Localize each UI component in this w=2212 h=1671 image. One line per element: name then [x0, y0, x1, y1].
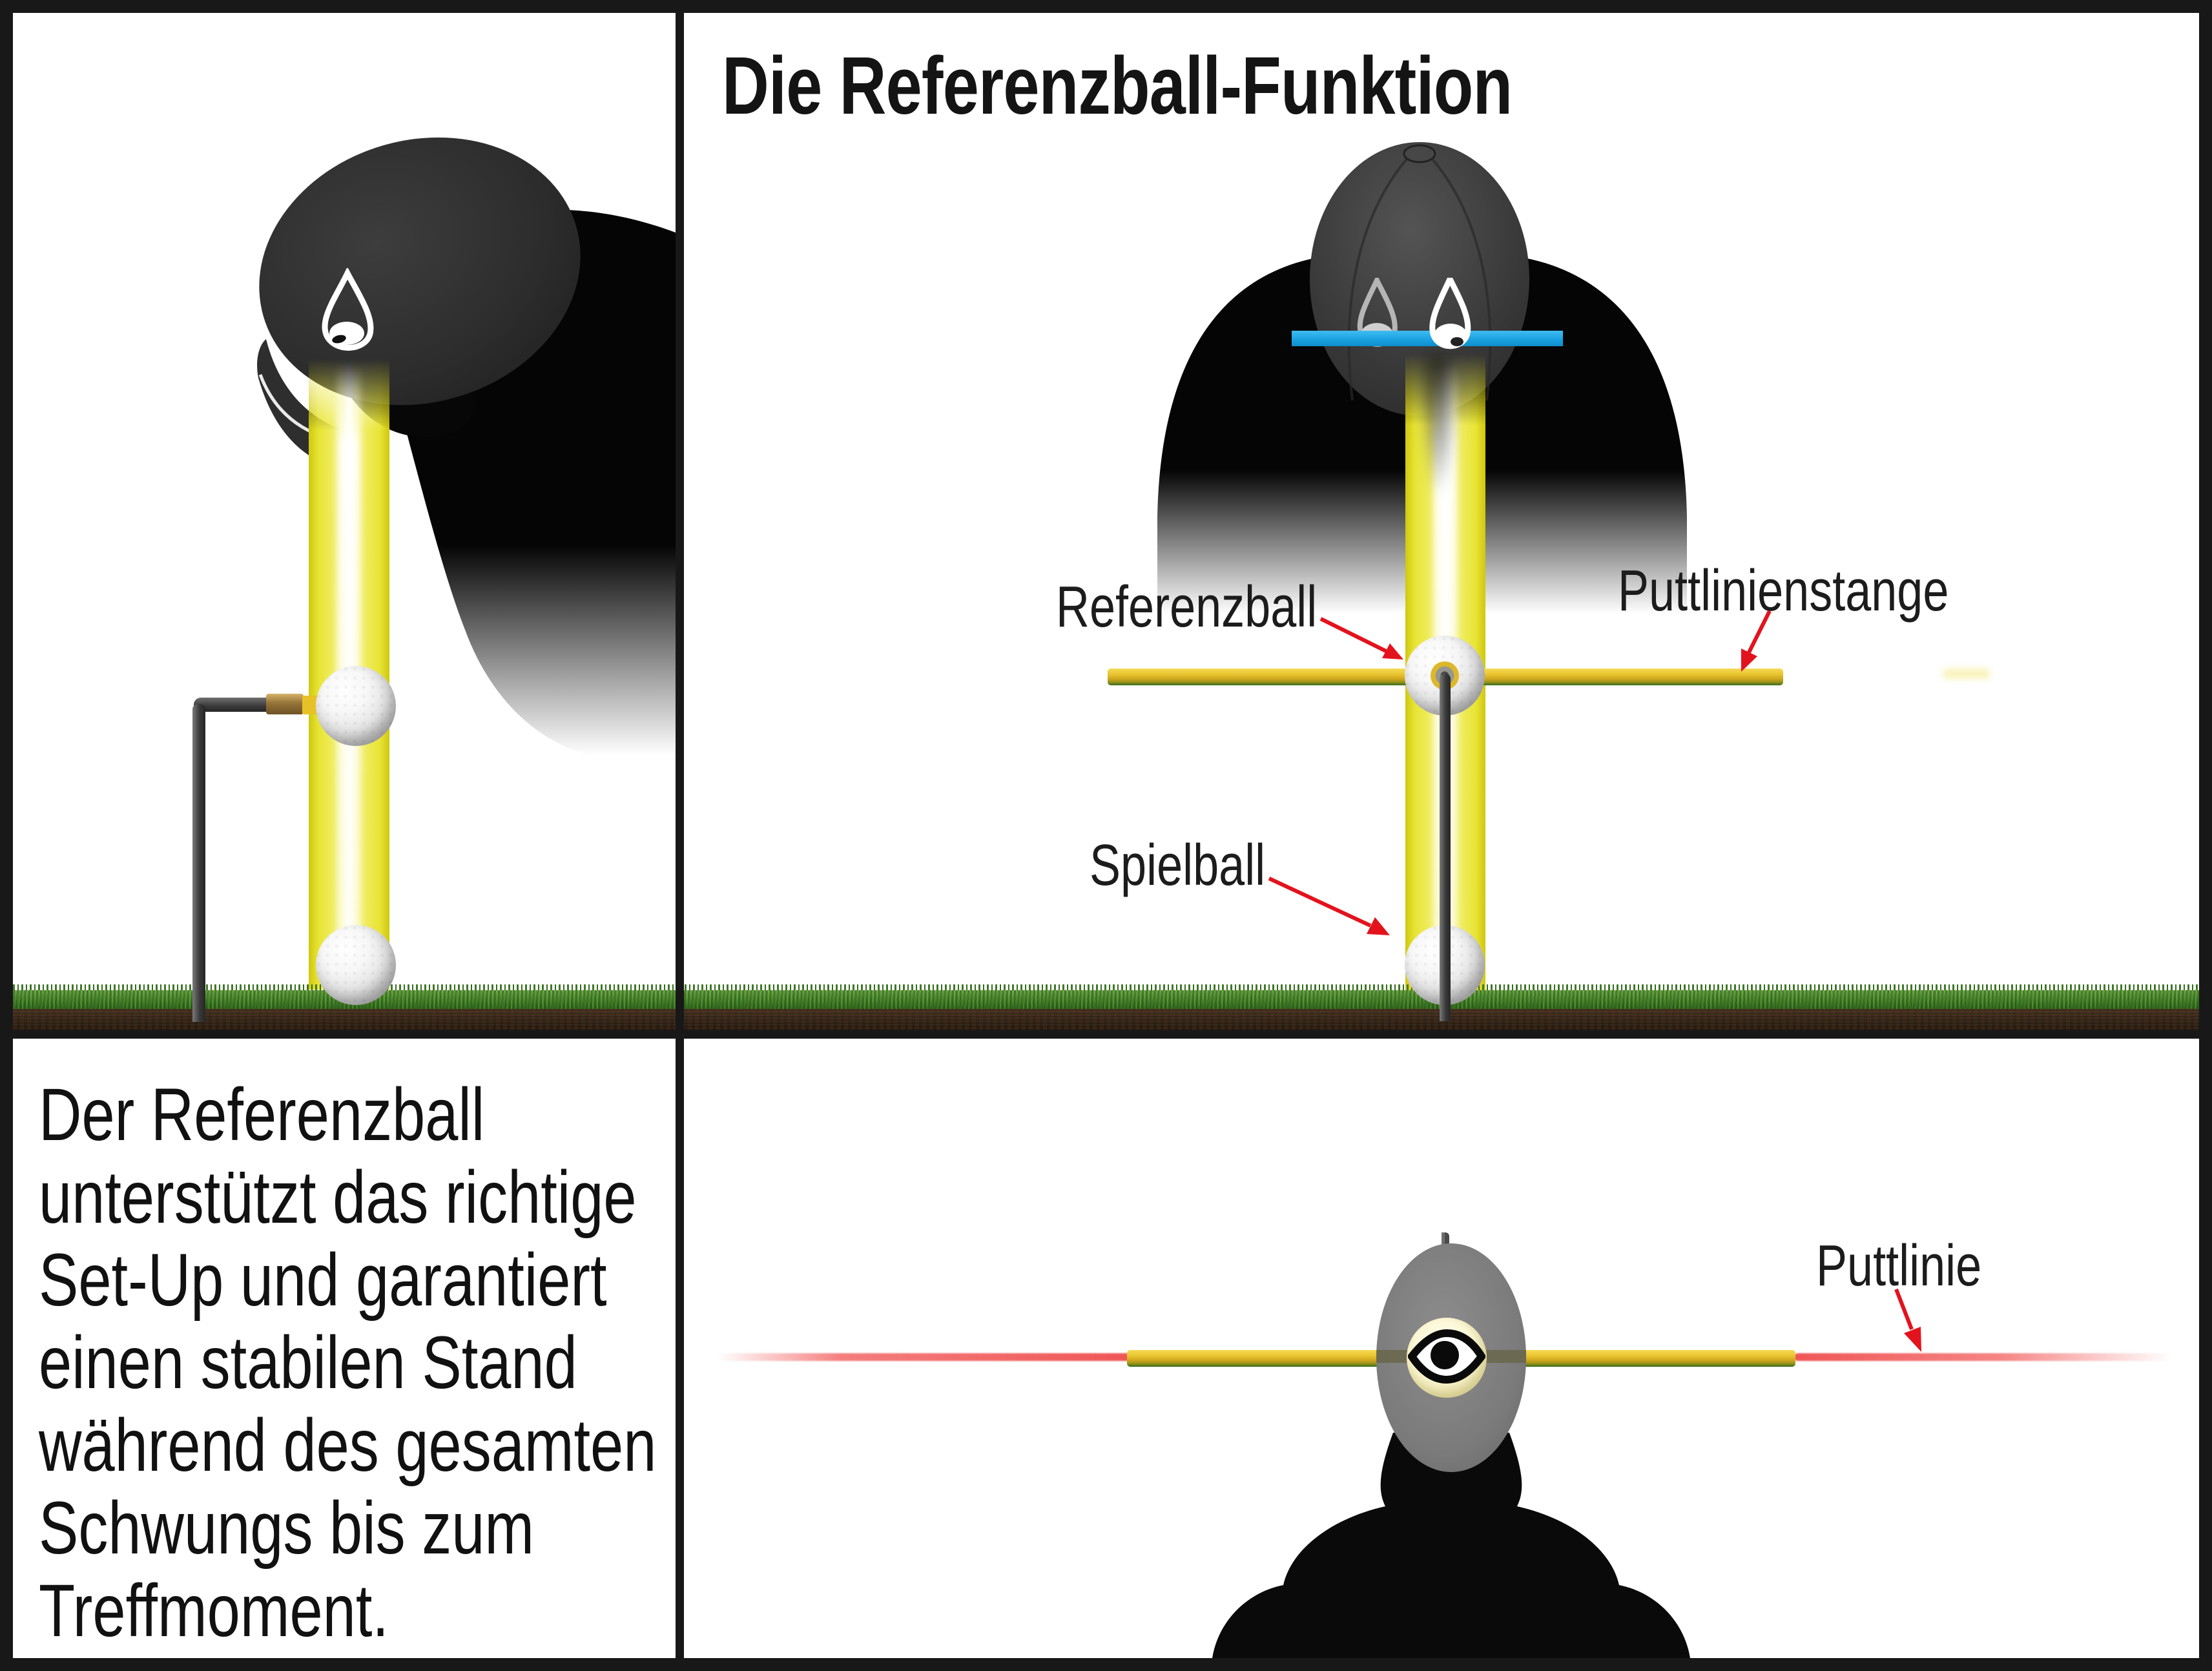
cap-seam — [1347, 144, 1421, 401]
label-puttlinie: Puttlinie — [1816, 1234, 1982, 1298]
eye-icon — [322, 268, 374, 351]
border-left — [0, 0, 13, 1671]
cap-edge-highlight — [251, 167, 286, 316]
arrow-spielball — [1268, 877, 1390, 935]
arrow-puttlinienstange — [1741, 610, 1772, 672]
panel-divider-vertical — [676, 13, 684, 1658]
chin-shadow — [1418, 355, 1458, 494]
golfer-torso-silhouette — [1212, 1433, 1690, 1658]
cap-top-icon — [1310, 142, 1529, 416]
arrow-referenzball — [1319, 617, 1403, 659]
eye-icon-right — [1429, 278, 1471, 349]
steel-rod — [1440, 674, 1451, 1021]
rod-glow — [1943, 669, 1990, 679]
putt-line-left — [718, 1353, 1132, 1361]
label-referenzball: Referenzball — [1056, 575, 1318, 639]
description-paragraph: Der Referenzball unterstützt das richtig… — [39, 1074, 657, 1652]
cap-button — [1403, 144, 1436, 163]
eye-icon-overhead — [1408, 1329, 1485, 1384]
soil-strip — [13, 1009, 2199, 1030]
panel-divider-horizontal — [13, 1030, 2199, 1039]
reference-ball-side — [316, 666, 396, 746]
pin-leg — [192, 704, 205, 1022]
putt-line-right — [1794, 1353, 2172, 1361]
play-ball-side — [316, 925, 396, 1005]
border-right — [2199, 0, 2212, 1671]
label-spielball: Spielball — [1090, 833, 1266, 898]
border-bottom — [0, 1658, 2212, 1671]
eye-level-bar — [1292, 331, 1563, 346]
pin-brass-sleeve — [266, 694, 304, 714]
label-puttlinienstange: Puttlinienstange — [1618, 559, 1949, 623]
arrow-puttlinie — [1894, 1288, 1921, 1352]
page-title: Die Referenzball-Funktion — [722, 40, 1513, 131]
border-top — [0, 0, 2212, 13]
cap-seam — [1418, 144, 1492, 401]
